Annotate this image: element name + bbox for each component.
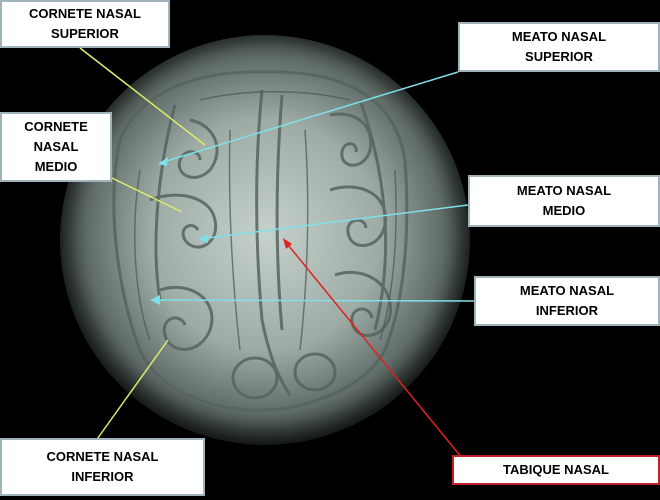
label-line: TABIQUE NASAL xyxy=(503,462,609,477)
label-cornete-nasal-inferior: CORNETE NASAL INFERIOR xyxy=(0,438,205,496)
label-line: CORNETE xyxy=(24,119,88,134)
label-line: NASAL xyxy=(33,139,79,154)
label-meato-nasal-superior: MEATO NASAL SUPERIOR xyxy=(458,22,660,72)
label-line: MEDIO xyxy=(542,203,586,218)
label-line: MEATO NASAL xyxy=(511,29,607,44)
label-line: CORNETE NASAL xyxy=(46,449,159,464)
label-meato-nasal-medio: MEATO NASAL MEDIO xyxy=(468,175,660,227)
label-line: SUPERIOR xyxy=(525,49,593,64)
label-tabique-nasal: TABIQUE NASAL xyxy=(452,455,660,485)
label-meato-nasal-inferior: MEATO NASAL INFERIOR xyxy=(474,276,660,326)
label-line: MEATO NASAL xyxy=(519,283,615,298)
label-line: CORNETE NASAL xyxy=(29,6,141,21)
label-line: INFERIOR xyxy=(71,469,134,484)
label-line: SUPERIOR xyxy=(51,26,119,41)
label-line: MEATO NASAL xyxy=(516,183,612,198)
label-cornete-nasal-medio: CORNETE NASAL MEDIO xyxy=(0,112,112,182)
label-line: INFERIOR xyxy=(535,303,599,318)
label-line: MEDIO xyxy=(34,159,78,174)
label-cornete-nasal-superior: CORNETE NASAL SUPERIOR xyxy=(0,0,170,48)
